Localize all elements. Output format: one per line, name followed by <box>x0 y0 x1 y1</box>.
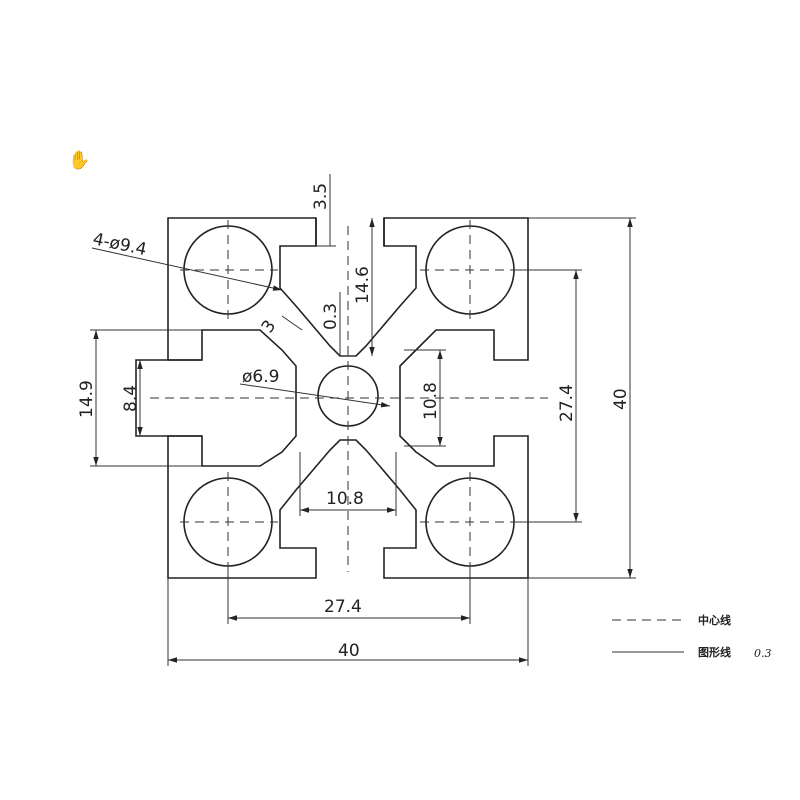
hand-cursor-icon[interactable]: ✋ <box>68 149 90 171</box>
centerlines <box>150 220 548 572</box>
dim-hole-spacing-horizontal: 27.4 <box>324 597 362 617</box>
dim-overall-height: 40 <box>611 388 631 410</box>
dim-core-width-horizontal: 10.8 <box>326 489 364 509</box>
dimension-lines <box>90 174 636 666</box>
dim-inner-slot-height: 14.6 <box>353 266 373 304</box>
dim-center-hole: ø6.9 <box>242 367 279 387</box>
dim-hole-spacing-vertical: 27.4 <box>557 384 577 422</box>
dim-slot-depth: 3.5 <box>311 183 331 210</box>
legend-centerline-label: 中心线 <box>698 613 731 627</box>
dim-overall-width: 40 <box>338 641 360 661</box>
legend-outline-label: 图形线 <box>698 645 731 659</box>
dim-slot-opening: 14.9 <box>77 380 97 418</box>
dim-gap: 0.3 <box>321 303 341 330</box>
top-slot-channel <box>315 218 385 246</box>
legend-outline-value: 0.3 <box>754 647 772 660</box>
left-slot-channel <box>135 359 202 437</box>
dim-core-width-vertical: 10.8 <box>421 382 441 420</box>
dim-chamfer: 3 <box>258 317 281 337</box>
dim-slot-neck: 8.4 <box>121 385 141 412</box>
legend: 中心线 图形线 0.3 <box>612 613 772 660</box>
dim-hole-callout: 4-ø9.4 <box>91 229 148 260</box>
